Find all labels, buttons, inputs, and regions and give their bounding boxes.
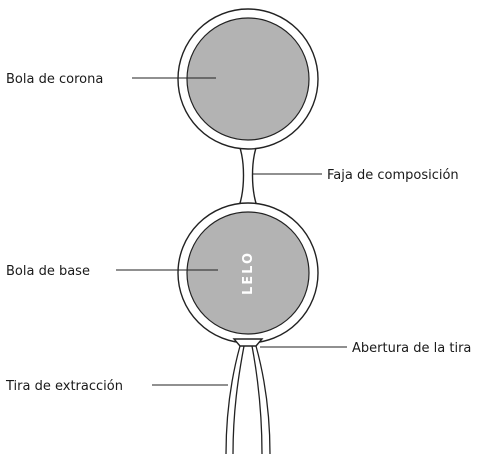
base-ball-core [186,211,310,335]
removal-cord-inner-left [232,345,245,454]
composition-band [234,139,262,213]
base-ball-label: Bola de base [6,264,90,279]
crown-ball-label: Bola de corona [6,72,103,87]
removal-cord-inner-right [251,345,263,454]
crown-ball [177,8,319,150]
removal-cord-outer-right [255,345,271,454]
brand-logo-text: LELO [241,251,256,295]
cord-opening [232,338,264,347]
removal-cord-outer-left [225,345,241,454]
removal-cord [225,345,271,454]
cord-opening-label: Abertura de la tira [352,341,471,356]
composition-band-label: Faja de composición [327,168,459,183]
base-ball: LELO [177,202,319,344]
removal-cord-label: Tira de extracción [5,379,123,394]
crown-ball-core [186,17,310,141]
